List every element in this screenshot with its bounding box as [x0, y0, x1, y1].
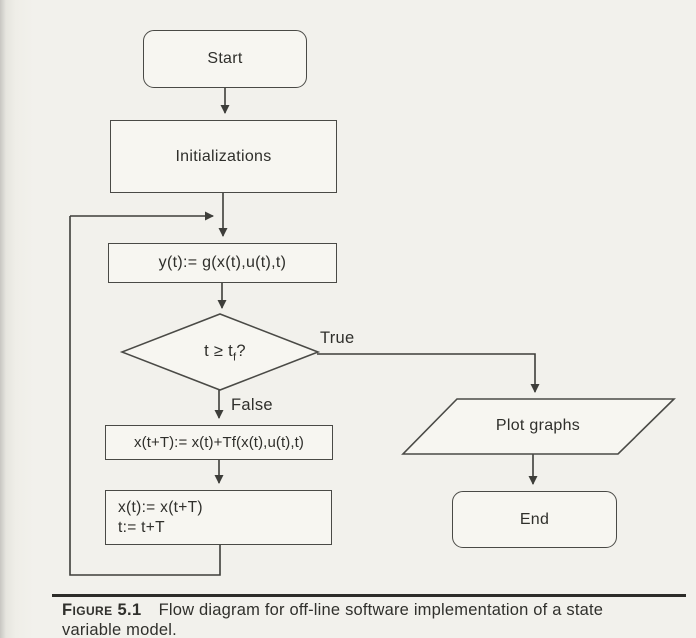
decision-subscript: f: [233, 351, 237, 364]
caption-divider-rule: [52, 594, 686, 597]
plot-graphs-node-label: Plot graphs: [495, 417, 581, 434]
figure-caption-line1: Flow diagram for off-line software imple…: [158, 601, 604, 619]
decision-diamond-shape: [119, 313, 321, 391]
connector-time-to-loop: [69, 216, 221, 576]
time-update-line1: x(t):= x(t+T): [118, 498, 203, 516]
plot-graphs-parallelogram-shape: [401, 398, 676, 455]
state-update-node: x(t+T):= x(t)+Tf(x(t),u(t),t): [105, 425, 333, 460]
figure-caption-line2: variable model.: [62, 621, 177, 638]
figure-caption: Figure 5.1 Flow diagram for off-line soft…: [62, 600, 647, 638]
state-update-node-label: x(t+T):= x(t)+Tf(x(t),u(t),t): [134, 434, 304, 451]
start-node-label: Start: [207, 50, 243, 67]
end-node-label: End: [519, 510, 550, 528]
end-node: End: [452, 491, 617, 548]
figure-caption-label: Figure 5.1: [62, 601, 142, 619]
connector-decision-true-to-plot: [317, 353, 540, 393]
true-branch-label: True: [320, 329, 355, 347]
initializations-node-label: Initializations: [175, 147, 272, 165]
decision-node-label: t ≥ tf?: [170, 342, 280, 363]
time-update-line2: t:= t+T: [118, 518, 165, 536]
initializations-node: Initializations: [110, 120, 337, 193]
start-node: Start: [143, 30, 307, 88]
time-update-node: x(t):= x(t+T) t:= t+T: [105, 490, 332, 545]
decision-question-mark: ?: [236, 342, 246, 360]
output-update-node-label: y(t):= g(x(t),u(t),t): [158, 254, 287, 271]
false-branch-label: False: [231, 396, 273, 414]
output-update-node: y(t):= g(x(t),u(t),t): [108, 243, 337, 283]
decision-text: t ≥ t: [204, 342, 233, 360]
